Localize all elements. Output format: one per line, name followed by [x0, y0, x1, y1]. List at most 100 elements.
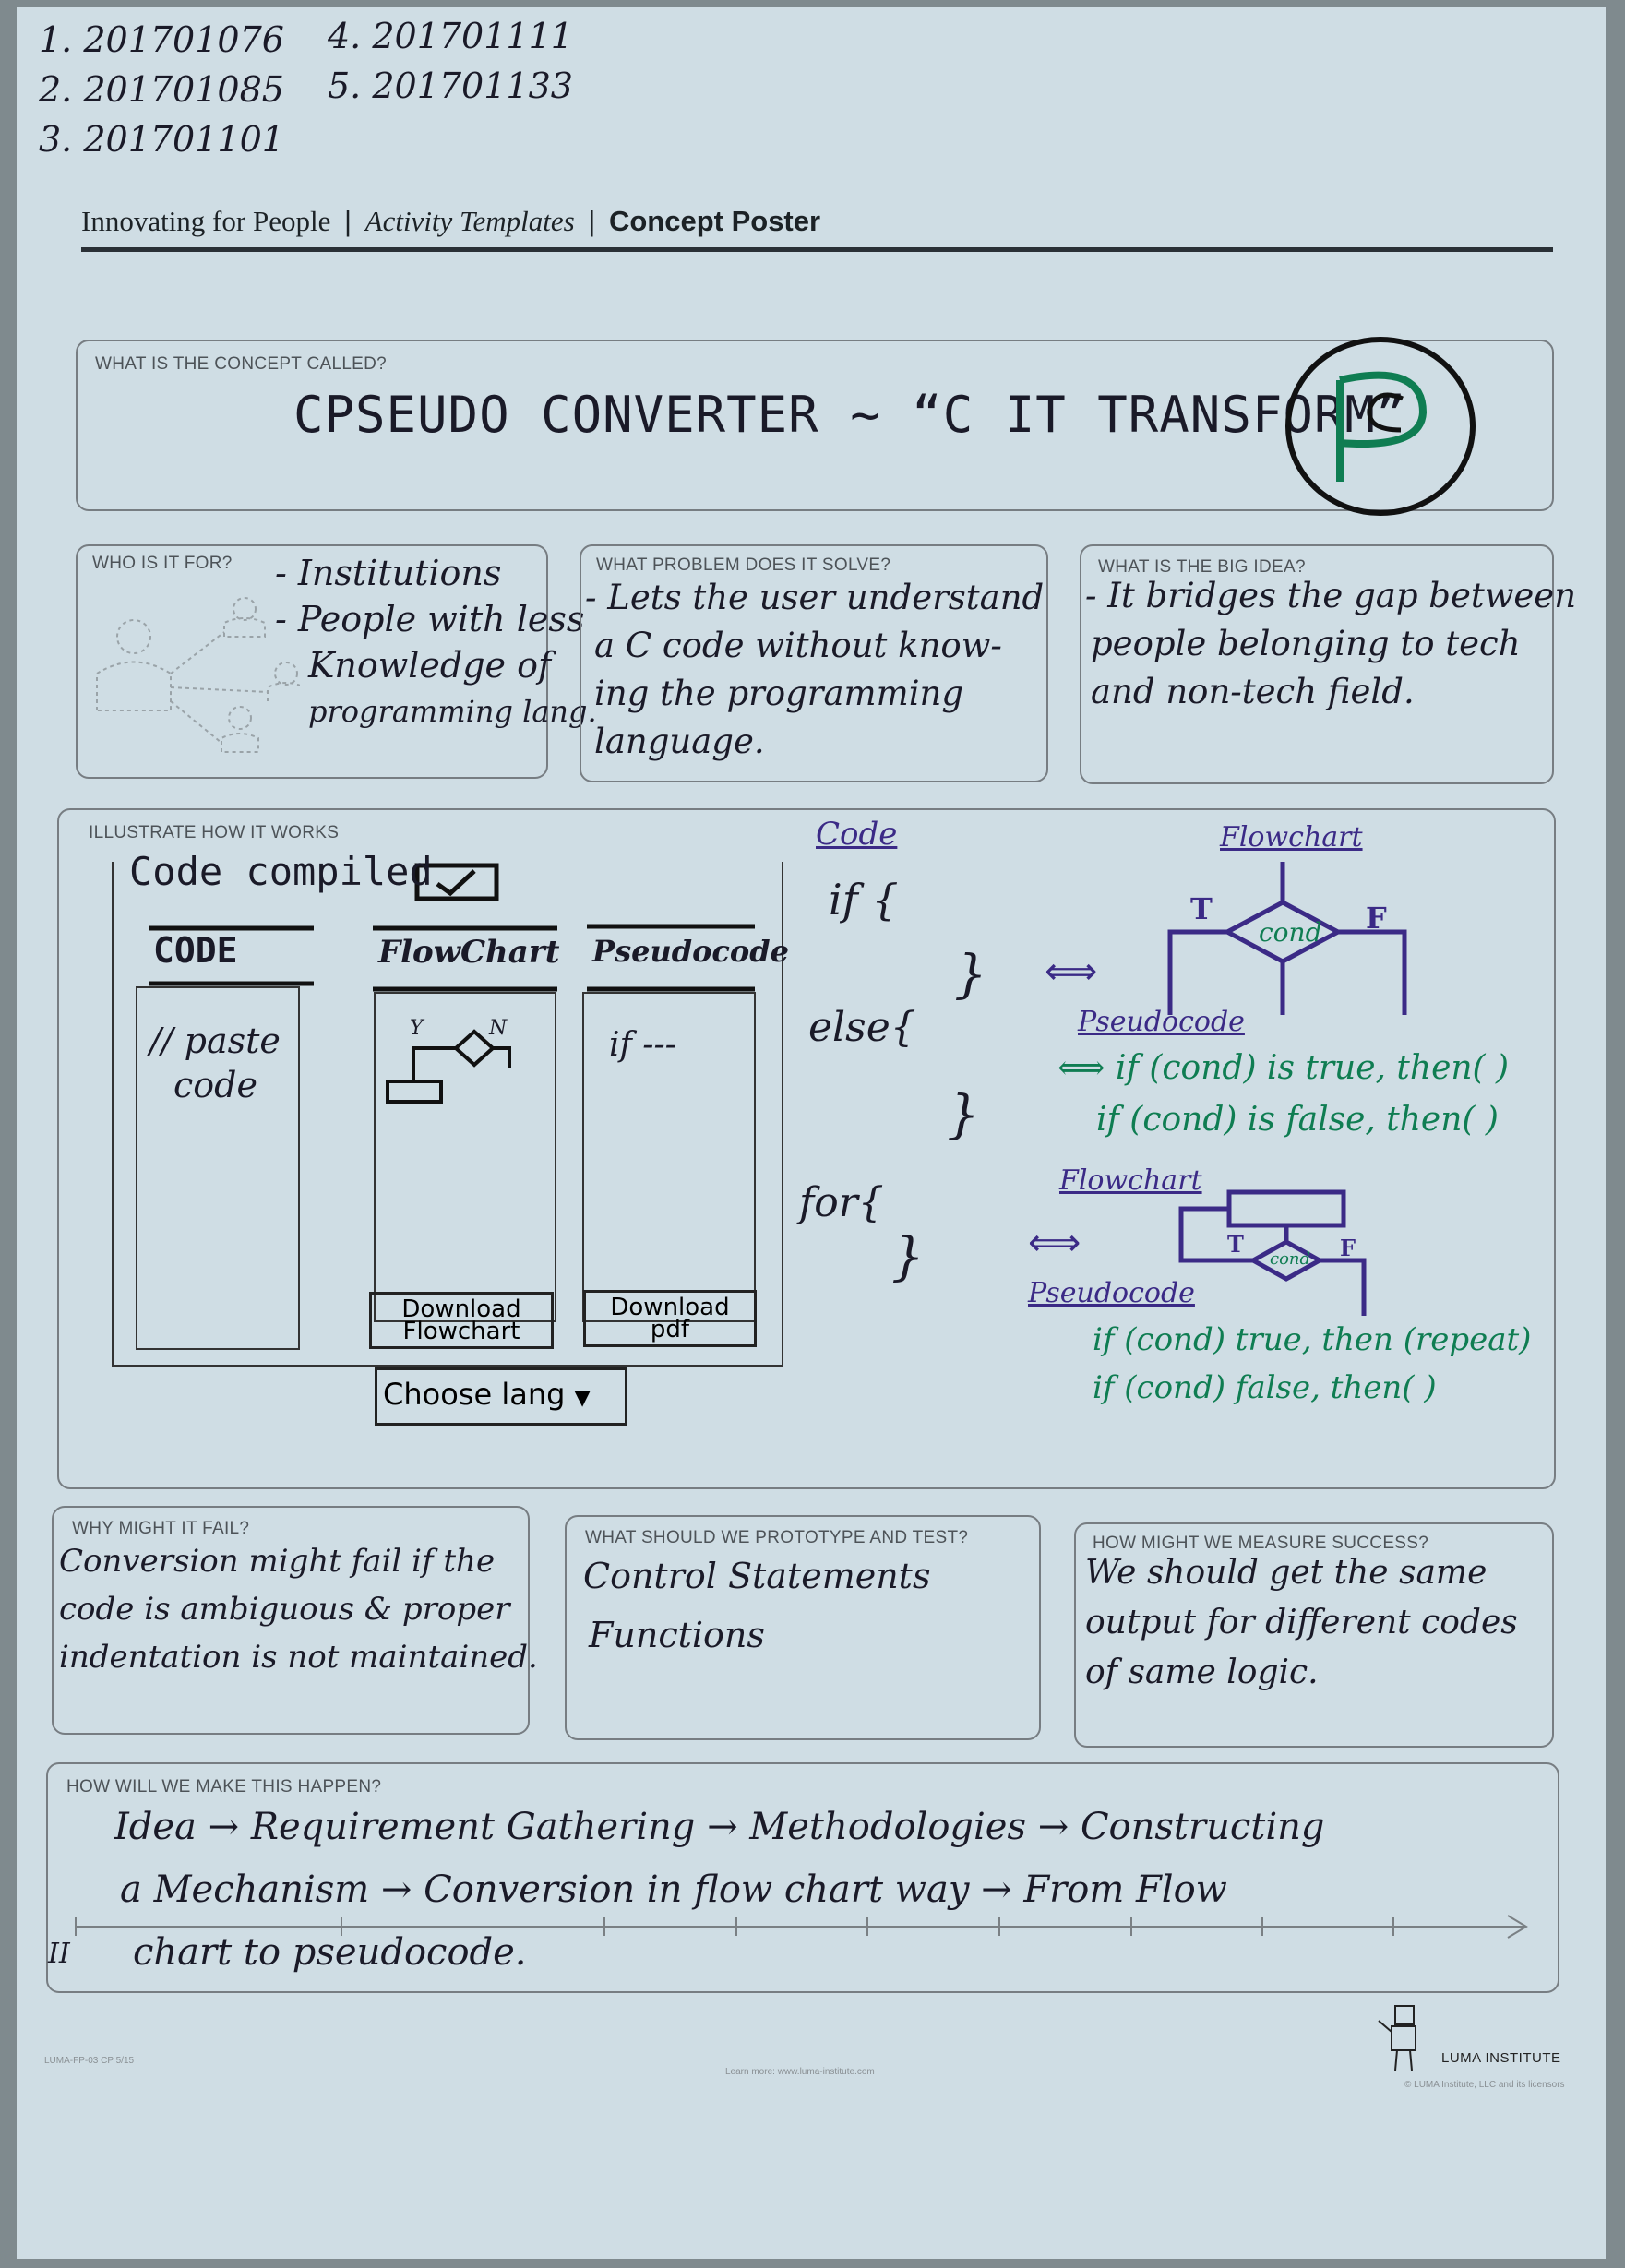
- header-rule: [81, 247, 1553, 252]
- for-open: for{: [799, 1179, 884, 1226]
- flow-yes-label: Y: [410, 1017, 424, 1040]
- footer-url: Learn more: www.luma-institute.com: [725, 2067, 875, 2077]
- problem-text: - Lets the user understand a C code with…: [585, 574, 1044, 766]
- measure-line: We should get the same: [1085, 1554, 1488, 1592]
- fail-box: [52, 1506, 530, 1735]
- equivalence-arrow-icon: ⟺: [1028, 1223, 1081, 1263]
- problem-line: ing the programming: [594, 674, 964, 713]
- problem-box: [580, 544, 1048, 782]
- student-ids-col2: 4. 201701111 5. 201701133: [328, 11, 573, 111]
- download-flowchart-line: Download: [401, 1295, 521, 1323]
- cond-label: cond: [1259, 917, 1322, 948]
- prototype-line: Functions: [589, 1615, 765, 1655]
- big-idea-line: people belonging to tech: [1091, 624, 1521, 663]
- paste-line: // paste: [149, 1021, 281, 1061]
- who-line: programming lang.: [308, 694, 597, 729]
- for-close: }: [891, 1227, 925, 1287]
- download-flowchart-button[interactable]: Download Flowchart: [369, 1292, 554, 1349]
- measure-label: HOW MIGHT WE MEASURE SUCCESS?: [1093, 1534, 1429, 1553]
- who-label: WHO IS IT FOR?: [92, 554, 233, 573]
- download-pdf-button[interactable]: Download pdf: [583, 1290, 757, 1347]
- make-happen-label: HOW WILL WE MAKE THIS HAPPEN?: [66, 1777, 382, 1796]
- timeline-arrow: [75, 1915, 1528, 1939]
- student-id: 4. 201701111: [328, 16, 573, 56]
- header-section: Activity Templates: [364, 205, 575, 237]
- poster-header: Innovating for People | Activity Templat…: [81, 205, 820, 238]
- header-separator: |: [343, 205, 352, 237]
- problem-line: language.: [594, 722, 765, 761]
- concept-name: CPSEUDO CONVERTER ~ “C IT TRANSFORM”: [293, 386, 1407, 444]
- header-org: Innovating for People: [81, 205, 331, 237]
- pseudocode2-line: if (cond) false, then( ): [1093, 1369, 1437, 1406]
- fail-line: indentation is not maintained.: [59, 1639, 538, 1676]
- choose-language-dropdown[interactable]: Choose lang ▼: [375, 1367, 627, 1426]
- student-id: 1. 201701076: [39, 19, 284, 60]
- flow-no-label: N: [489, 1017, 508, 1040]
- paste-code-text: // paste code: [149, 1019, 281, 1107]
- else-close: }: [947, 1085, 980, 1145]
- student-id: 2. 201701085: [39, 69, 284, 110]
- student-id: 3. 201701101: [39, 119, 284, 160]
- choose-language-label: Choose lang: [383, 1377, 566, 1412]
- loop-true-label: T: [1227, 1231, 1244, 1258]
- fail-text: Conversion might fail if the code is amb…: [59, 1537, 538, 1681]
- big-idea-box: [1080, 544, 1554, 784]
- illustrate-box: [57, 808, 1556, 1489]
- else-open: else{: [808, 1004, 916, 1051]
- measure-line: of same logic.: [1085, 1653, 1319, 1691]
- concept-box: [76, 340, 1554, 511]
- if-close: }: [954, 945, 987, 1005]
- pseudocode2-line: if (cond) true, then (repeat): [1093, 1321, 1532, 1358]
- problem-line: - Lets the user understand: [585, 578, 1045, 617]
- make-happen-line: a Mechanism → Conversion in flow chart w…: [120, 1868, 1227, 1911]
- pseudocode1-text: ⟺ if (cond) is true, then( ) if (cond) i…: [1057, 1043, 1509, 1146]
- concept-label: WHAT IS THE CONCEPT CALLED?: [95, 354, 388, 374]
- code-compiled-text: Code compiled: [129, 849, 433, 894]
- luma-mascot-icon: [1378, 2005, 1416, 2071]
- fail-line: code is ambiguous & proper: [59, 1591, 510, 1628]
- who-line: - People with less: [275, 599, 585, 639]
- header-separator: |: [588, 205, 596, 237]
- pseudocode-column-title: Pseudocode: [592, 934, 789, 969]
- loop-flowchart-diagram: [1178, 1189, 1367, 1316]
- big-idea-line: - It bridges the gap between: [1085, 576, 1577, 615]
- chevron-down-icon: ▼: [574, 1387, 591, 1410]
- pseudocode1-title: Pseudocode: [1078, 1006, 1245, 1038]
- download-flowchart-line: Flowchart: [402, 1318, 520, 1345]
- false-branch-label: F: [1366, 901, 1387, 936]
- measure-line: output for different codes: [1085, 1604, 1518, 1641]
- prototype-box: [565, 1515, 1041, 1740]
- pc-logo-icon: [1285, 337, 1476, 516]
- pseudocode1-line: ⟺ if (cond) is true, then( ): [1057, 1049, 1510, 1087]
- student-ids-col1: 1. 201701076 2. 201701085 3. 201701101: [39, 15, 284, 164]
- big-idea-line: and non-tech field.: [1091, 672, 1415, 711]
- equivalence-arrow-icon: ⟺: [1045, 951, 1098, 992]
- margin-mark: II: [48, 1938, 70, 1970]
- problem-line: a C code without know-: [594, 626, 1002, 665]
- problem-label: WHAT PROBLEM DOES IT SOLVE?: [596, 555, 891, 575]
- fail-line: Conversion might fail if the: [59, 1543, 496, 1580]
- true-branch-label: T: [1190, 891, 1213, 926]
- who-box: [76, 544, 548, 779]
- loop-false-label: F: [1340, 1235, 1356, 1261]
- fail-label: WHY MIGHT IT FAIL?: [72, 1519, 250, 1538]
- code-example-title: Code: [816, 816, 898, 853]
- if-open: if {: [829, 875, 899, 925]
- download-pdf-line: Download: [610, 1294, 730, 1321]
- pseudo-snippet: if ---: [609, 1026, 676, 1064]
- people-network-icon: [96, 597, 300, 753]
- who-line: Knowledge of: [308, 645, 552, 686]
- pseudocode2-title: Pseudocode: [1028, 1277, 1195, 1309]
- flowchart2-title: Flowchart: [1059, 1164, 1202, 1197]
- big-idea-text: - It bridges the gap between people belo…: [1085, 572, 1576, 716]
- measure-box: [1074, 1522, 1554, 1748]
- code-column-title: CODE: [153, 930, 238, 971]
- who-text: - Institutions - People with less Knowle…: [275, 550, 597, 734]
- make-happen-line: Idea → Requirement Gathering → Methodolo…: [114, 1806, 1325, 1848]
- make-happen-box: [46, 1762, 1559, 1993]
- prototype-line: Control Statements: [583, 1556, 931, 1596]
- flowchart-column-title: FlowChart: [378, 934, 560, 971]
- loop-cond-label: cond: [1270, 1249, 1311, 1269]
- download-pdf-line: pdf: [650, 1316, 690, 1343]
- footer-copyright: © LUMA Institute, LLC and its licensors: [1404, 2080, 1565, 2090]
